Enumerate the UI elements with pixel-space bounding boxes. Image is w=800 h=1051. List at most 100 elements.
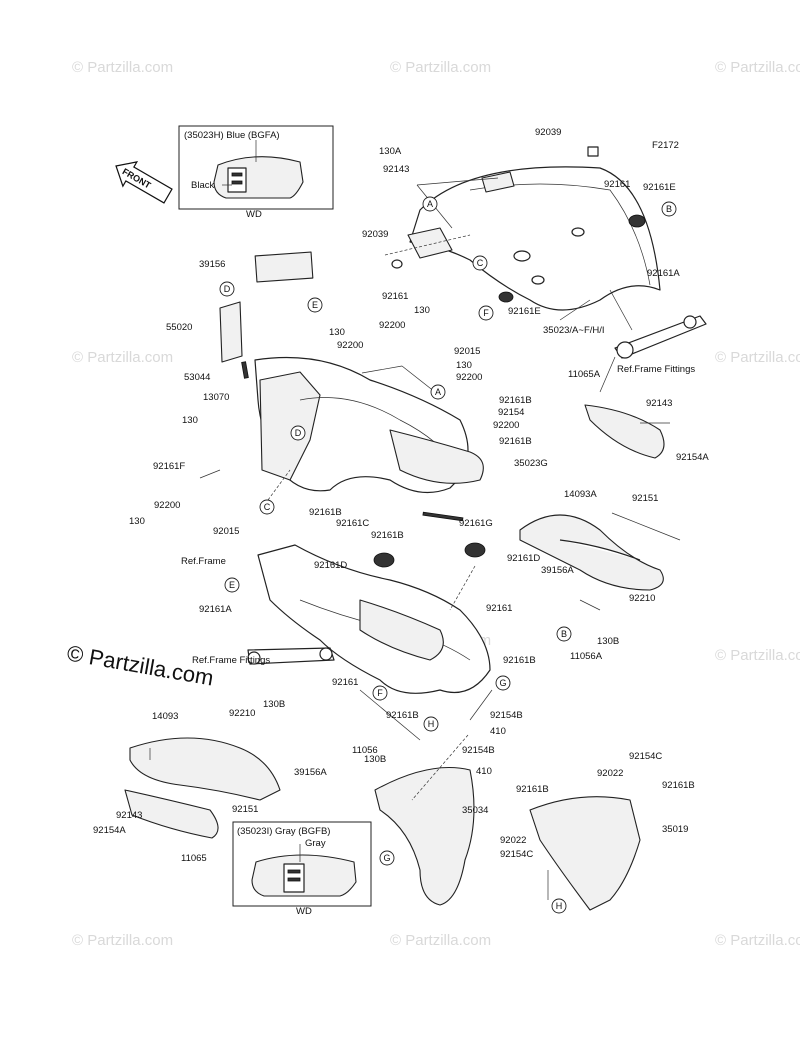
part-label: 92039 [362, 229, 388, 240]
reference-letter: B [561, 629, 567, 639]
figure-code: F2172 [652, 140, 679, 151]
reference-circles: A B C F D E A D C E B F G H G H [219, 196, 677, 914]
watermark: © Partzilla.com [715, 349, 800, 366]
reference-circle-g: G [379, 850, 395, 866]
front-fender-assembly [219, 251, 484, 494]
reference-circle-f: F [372, 685, 388, 701]
part-label: 92161D [314, 560, 347, 571]
part-label: 92015 [454, 346, 480, 357]
part-label: 92161B [371, 530, 404, 541]
flap-35034 [374, 766, 475, 906]
reference-letter: A [427, 199, 433, 209]
frame-fitting-left [247, 647, 335, 665]
part-label: 11065 [181, 853, 207, 864]
part-label: 35034 [462, 805, 488, 816]
part-label: 53044 [184, 372, 210, 383]
part-label: 130B [364, 754, 386, 765]
part-label: 130 [414, 305, 430, 316]
part-label: 92161B [503, 655, 536, 666]
reference-letter: G [499, 678, 506, 688]
reference-letter: H [428, 719, 435, 729]
part-label: 92161A [647, 268, 680, 279]
side-cover-14093A [519, 514, 664, 591]
reference-circle-e: E [224, 577, 240, 593]
reference-letter: E [229, 580, 235, 590]
part-label: 92015 [213, 526, 239, 537]
part-label: 92210 [629, 593, 655, 604]
part-label: 92151 [232, 804, 258, 815]
callout-labels: 130A 92143 92039 92161 92161E 92039 9216… [93, 127, 709, 864]
part-label: 92039 [535, 127, 561, 138]
rear-fender-35023 [391, 146, 661, 311]
reference-circle-b: B [556, 626, 572, 642]
part-label: 92154B [490, 710, 523, 721]
trim-11065A [584, 404, 665, 459]
part-label: 92161 [604, 179, 630, 190]
part-label: 92161 [332, 677, 358, 688]
reference-circle-c: C [259, 499, 275, 515]
watermark: © Partzilla.com [390, 59, 491, 76]
part-label: 39156A [541, 565, 574, 576]
part-label: 92161A [199, 604, 232, 615]
part-label: 39156 [199, 259, 225, 270]
fender-sketch [213, 156, 304, 199]
part-label: 11065A [568, 369, 601, 380]
part-label: 92161F [153, 461, 185, 472]
watermark: © Partzilla.com [390, 932, 491, 949]
part-label: 92161B [662, 780, 695, 791]
reference-circle-h: H [423, 716, 439, 732]
inset-callout: Gray [305, 838, 326, 849]
reference-circle-c: C [472, 255, 488, 271]
reference-circle-h: H [551, 898, 567, 914]
part-label: 92154A [93, 825, 126, 836]
part-label: 92161C [336, 518, 369, 529]
part-label: 130B [263, 699, 285, 710]
part-label: 92200 [379, 320, 405, 331]
part-label: 92161B [309, 507, 342, 518]
part-label: 130 [456, 360, 472, 371]
part-label: 92161 [486, 603, 512, 614]
part-label: 92154B [462, 745, 495, 756]
inset-title: (35023H) Blue (BGFA) [184, 130, 280, 141]
ref-frame-label: Ref.Frame [181, 556, 226, 567]
reference-circle-d: D [219, 281, 235, 297]
part-label: 92161B [516, 784, 549, 795]
reference-letter: E [312, 300, 318, 310]
part-label: 92022 [597, 768, 623, 779]
part-label: 410 [490, 726, 506, 737]
part-label: 130 [182, 415, 198, 426]
part-label: 92143 [383, 164, 409, 175]
front-arrow: FRONT [115, 161, 173, 204]
part-label: 130B [597, 636, 619, 647]
reference-letter: B [666, 204, 672, 214]
part-label: 130A [379, 146, 402, 157]
part-label: 92200 [337, 340, 363, 351]
reference-circle-e: E [307, 297, 323, 313]
part-label: 92161D [507, 553, 540, 564]
part-label: 92022 [500, 835, 526, 846]
watermark: © Partzilla.com [72, 932, 173, 949]
reference-letter: A [435, 387, 441, 397]
part-label: 92200 [154, 500, 180, 511]
trim-11065 [124, 789, 219, 839]
part-label: 35023/A~F/H/I [543, 325, 605, 336]
leader-lines [149, 177, 681, 900]
watermark-layer: © Partzilla.com © Partzilla.com © Partzi… [72, 59, 800, 949]
reference-letter: F [483, 308, 489, 318]
reference-circle-b: B [661, 201, 677, 217]
part-label: 92161G [459, 518, 493, 529]
part-label: 92143 [646, 398, 672, 409]
side-cover-14093 [124, 737, 281, 839]
part-label: 55020 [166, 322, 192, 333]
part-label: 130 [129, 516, 145, 527]
part-label: 14093A [564, 489, 597, 500]
inset-title: (35023I) Gray (BGFB) [237, 826, 330, 837]
part-label: 92154A [676, 452, 709, 463]
frame-fitting-top [614, 315, 707, 359]
part-label: 92200 [493, 420, 519, 431]
part-label: 92161E [643, 182, 676, 193]
part-label: 92161E [508, 306, 541, 317]
part-label: 92143 [116, 810, 142, 821]
